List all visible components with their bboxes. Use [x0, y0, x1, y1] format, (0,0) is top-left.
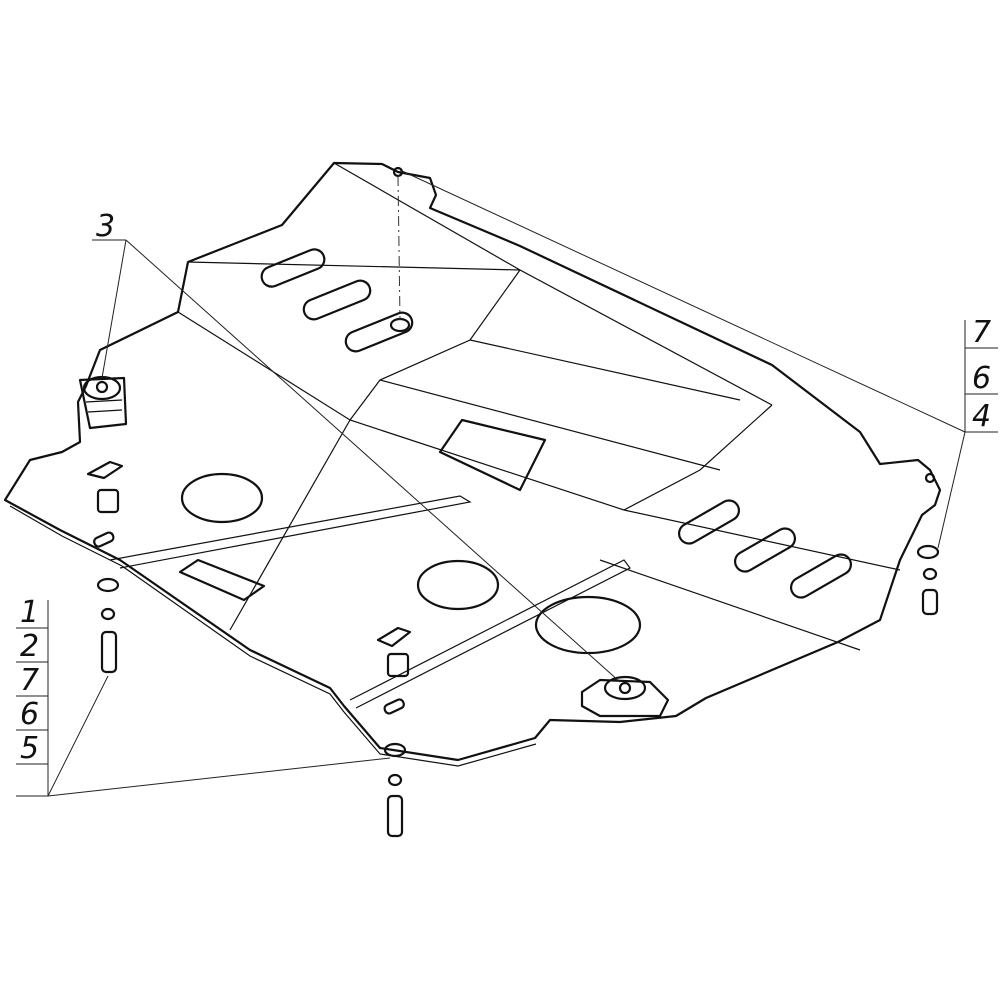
leader-3-a: [101, 239, 127, 379]
fastener-stack-left: [86, 460, 124, 674]
vent-slots-left: [260, 248, 414, 353]
spacer-sleeve: [386, 652, 410, 678]
round-hole: [416, 559, 500, 611]
bend-line-5: [623, 404, 773, 511]
clip-nut: [376, 626, 412, 648]
bushing-body: [580, 678, 670, 718]
fastener-stack-center: [376, 626, 412, 838]
rect-hole: [178, 558, 266, 602]
callout-right-2: 6: [972, 361, 991, 396]
washer: [916, 544, 940, 560]
callout-3: 3: [96, 209, 115, 244]
bolt: [921, 588, 939, 616]
rib-1: [109, 495, 472, 569]
plate-outline: [3, 161, 942, 762]
leader-3-b: [125, 239, 621, 683]
callout-right-3: 4: [972, 399, 991, 434]
lock-washer: [387, 773, 403, 787]
skid-plate: [3, 161, 942, 767]
vent-slot: [344, 311, 414, 353]
callout-labels: 3 1 2 7 6 5 7 6 4: [20, 209, 991, 766]
bend-line-9: [599, 559, 861, 651]
center-mount: [389, 317, 411, 333]
bend-line-4: [349, 269, 521, 421]
vent-slot: [733, 527, 797, 573]
callout-left-4: 6: [20, 697, 39, 732]
spacer-sleeve: [96, 488, 120, 514]
callout-right-1: 7: [972, 315, 991, 350]
callout-left-1: 1: [20, 595, 39, 630]
rib-3: [349, 559, 631, 709]
vent-slot: [260, 248, 326, 288]
small-slot: [93, 531, 115, 548]
quad-hole: [438, 418, 547, 492]
fastener-stack-right: [916, 544, 940, 616]
vent-slot: [302, 279, 372, 321]
leader-left-b: [47, 757, 391, 797]
mount-bushing-right: [580, 675, 670, 718]
vent-slots-right: [677, 499, 853, 599]
vent-slot: [789, 553, 853, 599]
bend-line-7: [379, 379, 721, 471]
callout-left-5: 5: [20, 731, 39, 766]
lock-washer: [922, 567, 938, 581]
round-hole: [180, 472, 264, 524]
callout-left-3: 7: [20, 663, 39, 698]
oval-hole: [534, 595, 642, 655]
plate-edge: [9, 505, 537, 767]
bushing-top: [82, 375, 122, 401]
vent-slot: [677, 499, 741, 545]
washer: [96, 577, 120, 593]
lock-washer: [100, 607, 116, 621]
bushing-bolt: [618, 681, 632, 695]
bushing-top: [603, 675, 647, 701]
leader-right-a: [399, 169, 966, 433]
centerline-top: [397, 175, 401, 321]
clip-nut: [86, 460, 124, 480]
bushing-bolt: [95, 380, 109, 394]
bolt: [386, 794, 404, 838]
bend-line-3: [333, 162, 521, 271]
bushing-ribs: [85, 399, 123, 413]
mount-bushing-left: [78, 375, 128, 430]
leader-lines: [16, 169, 998, 797]
bolt: [100, 630, 118, 674]
small-slot: [383, 698, 405, 715]
leader-right-b: [937, 431, 966, 549]
washer: [383, 742, 407, 758]
bend-line-6: [469, 339, 741, 401]
access-holes: [93, 418, 642, 715]
bend-line-1: [187, 261, 773, 406]
callout-left-2: 2: [20, 629, 39, 664]
bend-line-8: [99, 311, 179, 351]
leader-left-a: [47, 675, 109, 797]
right-mount-hole: [924, 472, 936, 484]
